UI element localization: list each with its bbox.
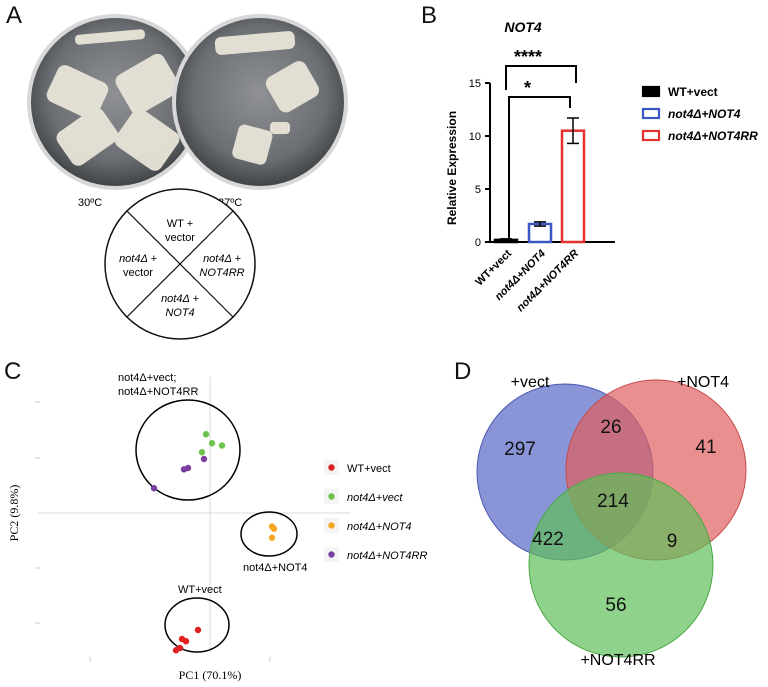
cluster-label-top-1: not4Δ+vect; [118, 372, 176, 384]
pca-point-1-1 [208, 440, 216, 447]
plate-label-30c: 30ºC [78, 197, 102, 209]
venn-count-vect-not4: 26 [600, 417, 621, 438]
plate-37c [172, 14, 348, 190]
venn-label-not4: +NOT4 [677, 374, 729, 391]
venn-count-not4rr-only: 56 [605, 595, 626, 616]
bars [493, 117, 586, 244]
schematic-top-l2: vector [165, 232, 195, 244]
schematic-bottom-l1: not4Δ + [161, 293, 199, 305]
pca-point-1-2 [218, 442, 226, 449]
pca-point-0-4 [172, 647, 180, 654]
pca-legend-swatch-3 [328, 551, 335, 558]
pca-point-1-3 [198, 449, 206, 456]
venn-count-not4-not4rr: 9 [667, 531, 678, 552]
schematic-bottom-l2: NOT4 [165, 307, 194, 319]
axis-tick-marks [35, 401, 271, 662]
venn-set-not4rr [528, 472, 714, 658]
cluster-label-top-2: not4Δ+NOT4RR [118, 386, 198, 398]
pc2-label: PC2 (9.8%) [7, 485, 21, 542]
pca-point-3-2 [200, 455, 208, 463]
pca-legend-swatch-2 [328, 522, 335, 529]
schematic-top-l1: WT + [167, 218, 193, 230]
panel-letter-c: C [4, 358, 22, 385]
cluster-ellipse-right [240, 511, 298, 557]
pca-point-0-2 [178, 635, 186, 643]
venn-count-all: 214 [597, 491, 629, 512]
cluster-ellipse-bottom [164, 597, 230, 653]
pca-point-3-3 [150, 485, 158, 492]
legend: WT+vect not4Δ+NOT4 not4Δ+NOT4RR [641, 85, 758, 143]
legend-label-0: WT+vect [668, 85, 718, 99]
chart-title: NOT4 [504, 19, 542, 35]
legend-swatch-2 [641, 129, 661, 142]
pca-point-2-2 [268, 534, 276, 541]
venn-count-vect-only: 297 [504, 439, 536, 460]
panel-c-pca-plot: PC2 (9.8%) PC1 (70.1%) not4Δ+vect; not4Δ… [7, 372, 427, 682]
pc1-label: PC1 (70.1%) [179, 668, 242, 682]
panel-b-bar-chart: NOT4 Relative Expression 0 5 10 15 WT+vect n… [445, 19, 758, 314]
legend-label-1: not4Δ+NOT4 [668, 107, 741, 121]
pca-legend: WT+vect not4Δ+vect not4Δ+NOT4 not4Δ+NOT4RR [324, 460, 427, 562]
y-tick-label: 0 [475, 237, 481, 249]
venn-label-vect: +vect [511, 374, 550, 391]
pca-point-0-0 [194, 626, 202, 634]
pca-points [150, 431, 278, 654]
schematic-right-l1: not4Δ + [203, 253, 241, 265]
pca-point-2-1 [270, 525, 278, 532]
y-tick-label: 15 [469, 78, 481, 90]
significance-brackets: * **** [505, 47, 577, 242]
bar-2 [560, 129, 586, 244]
y-ticks: 0 5 10 15 [469, 78, 490, 249]
pca-legend-label-1: not4Δ+vect [347, 492, 403, 504]
y-axis-label: Relative Expression [445, 111, 459, 225]
pca-legend-swatch-0 [328, 464, 335, 471]
pca-legend-swatch-1 [328, 493, 335, 500]
legend-label-2: not4Δ+NOT4RR [668, 129, 758, 143]
sig-star-4: **** [514, 47, 542, 67]
cluster-label-right: not4Δ+NOT4 [243, 562, 308, 574]
y-tick-label: 10 [469, 131, 481, 143]
panel-a-figure: 30ºC 37ºC WT + vector not4Δ + vector not… [27, 14, 348, 340]
x-tick-label-2: not4Δ+NOT4RR [514, 248, 581, 315]
panel-letter-d: D [454, 358, 472, 385]
pca-legend-label-0: WT+vect [347, 463, 391, 475]
panel-d-venn: +vect +NOT4 +NOT4RR 297 41 56 26 422 9 2… [476, 374, 747, 669]
pca-point-1-0 [202, 431, 210, 438]
schematic-left-l1: not4Δ + [119, 253, 157, 265]
legend-swatch-1 [641, 107, 661, 120]
panel-letter-b: B [421, 2, 438, 29]
schematic-left-l2: vector [123, 267, 153, 279]
plate-schematic: WT + vector not4Δ + vector not4Δ + NOT4R… [104, 188, 256, 340]
pca-legend-label-3: not4Δ+NOT4RR [347, 550, 427, 562]
venn-count-not4-only: 41 [695, 437, 716, 458]
plate-30c [27, 14, 203, 190]
panel-letter-a: A [6, 2, 23, 29]
legend-swatch-0 [641, 85, 661, 98]
cluster-ellipse-top [135, 399, 241, 501]
pca-legend-label-2: not4Δ+NOT4 [347, 521, 412, 533]
venn-label-not4rr: +NOT4RR [580, 652, 655, 669]
schematic-right-l2: NOT4RR [199, 267, 244, 279]
y-tick-label: 5 [475, 184, 481, 196]
pca-point-3-1 [180, 466, 188, 473]
venn-count-vect-not4rr: 422 [532, 529, 564, 550]
sig-star-1: * [524, 78, 531, 98]
cluster-label-bottom: WT+vect [178, 584, 222, 596]
